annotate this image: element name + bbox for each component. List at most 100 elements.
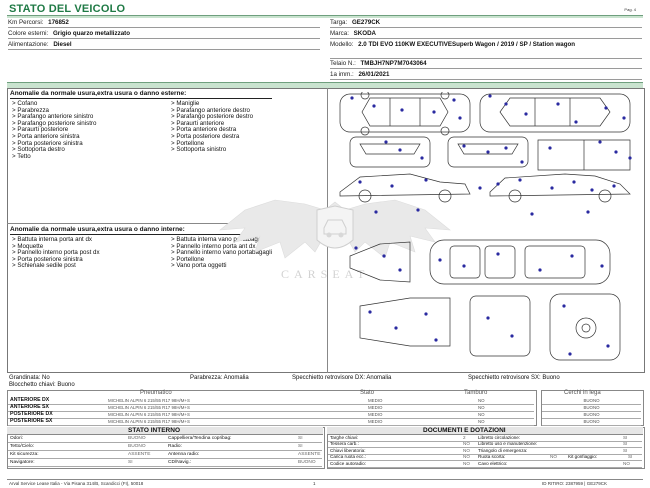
document-value: SI <box>623 447 628 453</box>
document-label: Chiavi liberatoria: <box>330 447 366 453</box>
lega-value: BUONO <box>542 397 641 405</box>
document-label: Cavo elettrico: <box>478 460 508 466</box>
info-alimentazione: Alimentazione: Diesel <box>8 40 320 50</box>
interior-state-value: BUONO <box>128 444 146 449</box>
document-value: NO <box>463 447 470 453</box>
interior-state-value: ASSENTE <box>128 452 151 457</box>
interior-state-label: Kit sicurezza: <box>10 452 39 457</box>
external-car-diagram <box>339 92 632 216</box>
check-grandinata: Grandinata: No <box>9 375 50 381</box>
tyre-state: MEDIO <box>368 419 383 424</box>
external-damage-item: > Paraurti posteriore <box>12 126 69 134</box>
interior-state-label: Antenna radio: <box>168 452 200 457</box>
internal-damage-item: > Battuta interna vano portabagagli <box>171 236 268 243</box>
tyre-drum: NO <box>478 398 485 403</box>
document-value: 2 <box>463 435 466 440</box>
external-damage-item: > Cofano <box>12 100 38 107</box>
internal-damage-item: > Pannello interno vano portabagagli <box>171 249 272 257</box>
document-row: Chiavi liberatoria: NO Triangolo di emerge… <box>328 448 642 455</box>
interior-state-label: Cappelliera/Tendina copribag: <box>168 436 232 441</box>
interior-state-value: ASSENTE <box>298 452 321 457</box>
internal-damage-item: > Battuta interna porta ant dx <box>12 236 92 243</box>
info-telaio-label: Telaio N.: <box>330 60 356 67</box>
info-telaio: Telaio N.: TMBJH7NP7M7043064 <box>330 59 642 69</box>
external-damage-item: > Sottoporta destro <box>12 146 65 154</box>
check-specchietto-sx: Specchietto retrovisore SX: Buono <box>468 375 560 381</box>
document-value: NO <box>550 454 557 460</box>
info-km-label: Km Percorsi: <box>8 19 44 26</box>
page-tag: Pag. 4 <box>624 7 636 12</box>
documents-heading: DOCUMENTI E DOTAZIONI <box>423 427 506 434</box>
footer-rule <box>7 479 643 480</box>
info-marca-label: Marca: <box>330 30 349 37</box>
external-list-left: > Cofano> Parabrezza> Parafango anterior… <box>12 100 96 160</box>
info-colore-value: Grigio quarzo metallizzato <box>52 30 130 37</box>
info-telaio-value: TMBJH7NP7M7043064 <box>360 60 427 67</box>
info-immatricolazione-label: 1a imm.: <box>330 71 354 78</box>
interior-state-value: BUONO <box>128 436 146 441</box>
info-colore-label: Colore esterni: <box>8 30 49 37</box>
info-modello: Modello: 2.0 TDI EVO 110KW EXECUTIVESupe… <box>330 40 642 59</box>
document-label: Triangolo di emergenza: <box>478 447 528 453</box>
tyres-header-pneumatico: Pneumatico <box>140 390 172 396</box>
document-value: SI <box>628 454 633 460</box>
internal-damage-item: > Moquette <box>12 242 44 250</box>
external-heading-underline <box>10 98 272 99</box>
documents-header-bg <box>327 427 643 435</box>
internal-heading: Anomalie da normale usura,extra usura o … <box>10 226 185 233</box>
tyres-header-tamburo: Tamburo <box>464 390 488 396</box>
tyre-state: MEDIO <box>368 405 383 410</box>
lega-value: BUONO <box>542 418 641 426</box>
interior-state-label: CD/Navig.: <box>168 460 192 465</box>
interior-state-value: SI <box>128 460 133 465</box>
internal-damage-item: > Portellone <box>171 255 205 263</box>
interior-state-heading: STATO INTERNO <box>128 427 180 434</box>
tyre-drum: NO <box>478 412 485 417</box>
interior-state-value: SI <box>298 436 303 441</box>
internal-damage-item: > Pannello interno porta post dx <box>12 249 100 257</box>
tyre-drum: NO <box>478 405 485 410</box>
interior-state-row: Odori: BUONO Cappelliera/Tendina copribag:… <box>8 435 322 443</box>
document-label: Tessera carb.: <box>330 441 359 447</box>
document-value: NO <box>463 454 470 460</box>
external-damage-item: > Parabrezza <box>12 106 49 114</box>
watermark-text: CARSEAT <box>281 267 370 281</box>
external-damage-item: > Parafango anteriore sinistro <box>12 113 94 121</box>
document-value: NO <box>463 441 470 447</box>
internal-damage-item: > Vano porta oggetti <box>171 262 227 270</box>
external-heading: Anomalie da normale usura,extra usura o … <box>10 90 187 97</box>
panel-hdivider <box>7 223 327 224</box>
info-modello-label: Modello: <box>330 41 354 48</box>
internal-damage-item: > Pannello interno porta ant dx <box>171 242 256 250</box>
tyres-header-stato: Stato <box>360 390 375 396</box>
info-marca: Marca: SKODA <box>330 29 642 39</box>
interior-state-value: SI <box>298 444 303 449</box>
interior-state-label: Odori: <box>10 436 24 441</box>
interior-state-header-bg <box>7 427 323 435</box>
info-km: Km Percorsi: 176852 <box>8 18 320 28</box>
info-targa-label: Targa: <box>330 19 348 26</box>
external-damage-item: > Parafango posteriore destro <box>171 113 254 121</box>
internal-list-right: > Battuta interna vano portabagagli> Pan… <box>171 236 272 270</box>
interior-state-label: Tetto/Cielo: <box>10 444 34 449</box>
document-label: Carica ruota ecc.: <box>330 454 366 460</box>
info-immatricolazione: 1a imm.: 26/01/2021 <box>330 70 642 80</box>
tyre-model: MICHELIN ALPIN 6 215/55 R17 98H/M+S <box>108 405 190 410</box>
document-label: Libretto circolazione: <box>478 435 521 440</box>
external-damage-item: > Maniglie <box>171 100 200 107</box>
info-modello-value: 2.0 TDI EVO 110KW EXECUTIVESuperb Wagon … <box>358 41 576 48</box>
interior-state-label: Navigatore: <box>10 460 35 465</box>
info-immatricolazione-value: 26/01/2021 <box>358 71 390 78</box>
checks-block-1: Grandinata: No Blocchetto chiavi: Buono <box>9 375 75 389</box>
info-alimentazione-label: Alimentazione: <box>8 41 49 48</box>
tyre-position: POSTERIORE DX <box>10 411 53 417</box>
external-damage-item: > Paraurti anteriore <box>171 119 225 127</box>
carseat-watermark-logo <box>219 199 451 259</box>
tyre-model: MICHELIN ALPIN 6 215/55 R17 98H/M+S <box>108 412 190 417</box>
